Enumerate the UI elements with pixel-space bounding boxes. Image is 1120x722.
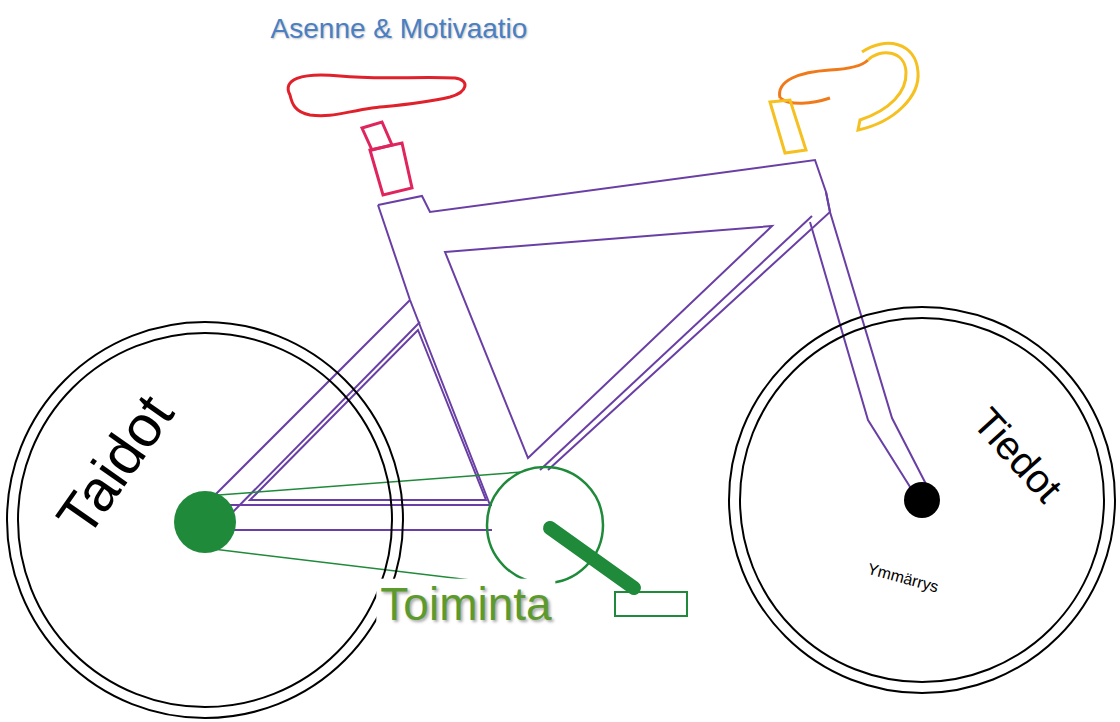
action-label: Toiminta	[376, 579, 555, 630]
title-label: Asenne & Motivaatio	[271, 14, 528, 45]
rear-wheel: Taidot	[5, 320, 405, 720]
wheel-label: Tiedot	[965, 400, 1071, 511]
seat-post	[370, 143, 412, 195]
wheel-label: Taidot	[44, 383, 185, 546]
stem	[770, 100, 806, 153]
crank	[550, 528, 634, 588]
wheel-sublabel: Ymmärrys	[866, 560, 941, 596]
wheel-rim	[7, 322, 403, 718]
front-wheel: TiedotYmmärrys	[727, 305, 1117, 695]
rear-hub	[174, 491, 236, 553]
chain	[205, 472, 522, 586]
handlebar	[858, 43, 918, 130]
wheel-rim	[18, 333, 392, 707]
handlebar	[780, 60, 868, 98]
wheel-tyre	[727, 305, 1117, 695]
saddle	[288, 75, 465, 116]
wheel-rim	[740, 318, 1104, 682]
wheel-rim	[729, 307, 1115, 693]
front-hub	[904, 482, 940, 518]
pedal	[615, 592, 687, 616]
frame	[210, 160, 928, 530]
